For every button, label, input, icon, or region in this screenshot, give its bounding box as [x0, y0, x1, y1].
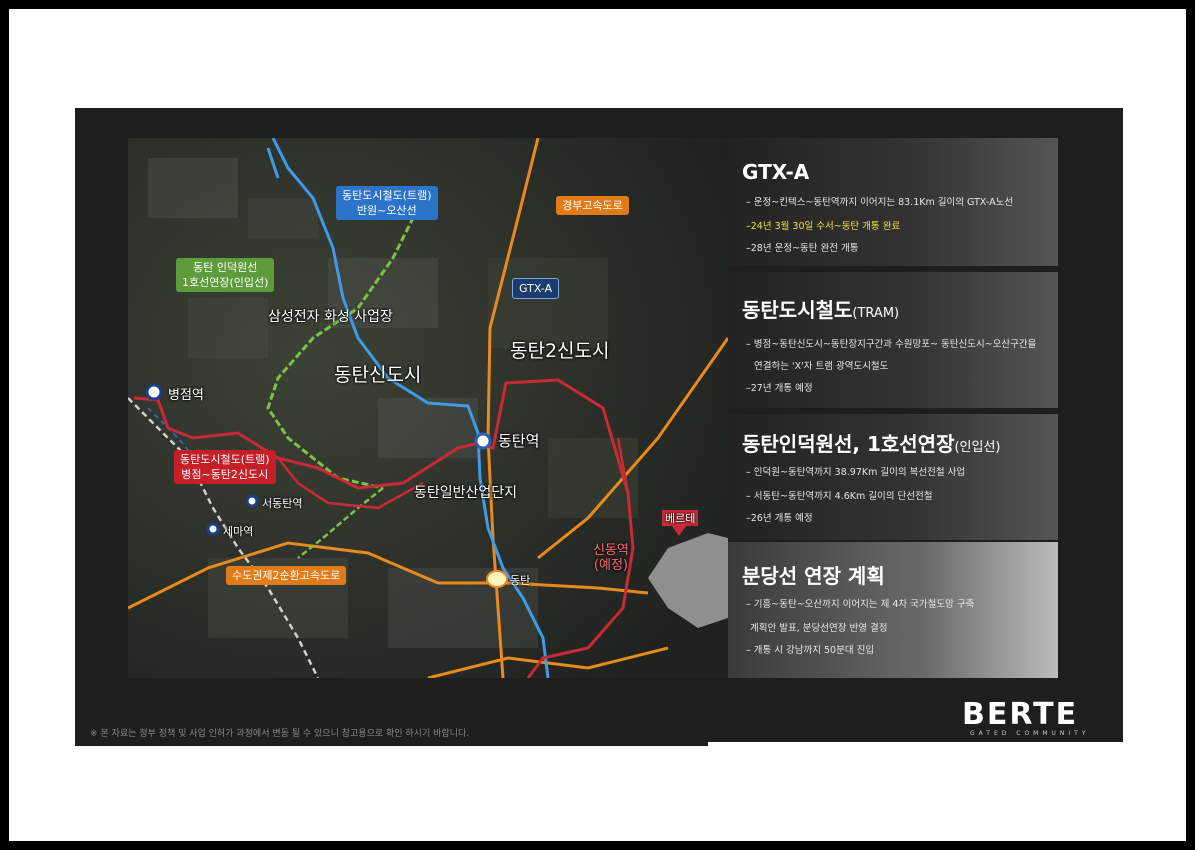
indeok-bullet-1: – 인덕원~동탄역까지 38.97Km 길이의 복선전철 사업	[746, 467, 966, 478]
station-seodongtan-label: 서동탄역	[262, 497, 303, 510]
section-indeok-title-main: 동탄인덕원선, 1호선연장	[742, 432, 955, 456]
site-area	[648, 533, 728, 628]
section-indeok: 동탄인덕원선, 1호선연장(인입선) – 인덕원~동탄역까지 38.97Km 길…	[728, 414, 1058, 540]
ring2-label: 수도권제2순환고속도로	[226, 566, 347, 585]
station-dongtan-label: 동탄역	[498, 432, 540, 450]
berte-pin-label: 베르테	[662, 510, 699, 526]
disclaimer-note: ※ 본 자료는 정부 정책 및 사업 인허가 과정에서 변동 될 수 있으니 참…	[90, 729, 470, 739]
section-gtx-bg	[728, 138, 1058, 266]
gtx-bullet-3: –28년 운정~동탄 완전 개통	[746, 243, 859, 254]
section-bundang-bg	[728, 542, 1058, 678]
dongtan2-newcity-label: 동탄2신도시	[510, 340, 610, 362]
station-seodongtan-dot	[245, 494, 259, 508]
indeok-label-line1: 동탄 인덕원선	[193, 261, 258, 274]
berte-logo: BERTE	[962, 697, 1079, 732]
tram-west-label-line1: 동탄도시철도(트램)	[180, 453, 270, 466]
info-column: GTX-A – 운정~킨텍스~동탄역까지 이어지는 83.1Km 길이의 GTX…	[728, 138, 1058, 678]
map-background	[128, 138, 728, 678]
section-bundang-title: 분당선 연장 계획	[742, 564, 885, 588]
section-tram: 동탄도시철도(TRAM) – 병점~동탄신도시~동탄장지구간과 수원망포~ 동탄…	[728, 272, 1058, 408]
highway-south	[427, 646, 669, 678]
samsung-label: 삼성전자 화성 사업장	[268, 309, 393, 325]
tram-bullet-3: –27년 개통 예정	[746, 383, 813, 394]
highway-ring	[128, 541, 649, 610]
berte-logo-subtitle: GATED COMMUNITY	[970, 730, 1090, 737]
station-dongtan-south-label: 동탄	[510, 574, 531, 587]
tram-north-label-line1: 동탄도시철도(트램)	[342, 189, 432, 202]
tram-north-label-line2: 반원~오산선	[356, 204, 417, 217]
station-dongtan-dot	[474, 432, 492, 450]
section-tram-title-small: (TRAM)	[852, 306, 900, 321]
highway-gyeongbu	[486, 138, 540, 678]
footer-bar	[708, 742, 1123, 746]
station-byeongjeom-label: 병점역	[168, 388, 204, 403]
section-gtx-title: GTX-A	[742, 160, 810, 184]
tram-bullet-2: 연결하는 'X'자 트램 광역도시철도	[754, 361, 889, 372]
indeok-bullet-2: – 서동탄~동탄역까지 4.6Km 길이의 단선전철	[746, 491, 933, 502]
station-sindong-label: 신동역 (예정)	[593, 543, 629, 573]
station-sindong-line1: 신동역	[593, 543, 629, 558]
gtx-bullet-2: –24년 3월 30일 수서~동탄 개통 완료	[746, 221, 901, 232]
faint-header	[140, 96, 260, 106]
section-indeok-bg	[728, 414, 1058, 540]
industrial-label: 동탄일반산업단지	[414, 485, 518, 501]
bundang-bullet-2: 계획안 발표, 분당선연장 반영 결정	[750, 623, 888, 634]
section-tram-bg	[728, 272, 1058, 408]
section-bundang: 분당선 연장 계획 – 기흥~동탄~오산까지 이어지는 제 4차 국가철도망 구…	[728, 542, 1058, 678]
bundang-bullet-1: – 기흥~동탄~오산까지 이어지는 제 4차 국가철도망 구축	[746, 599, 975, 610]
indeok-label: 동탄 인덕원선 1호선연장(인입선)	[176, 258, 275, 292]
tram-line-lower	[277, 457, 424, 510]
indeok-line-south	[297, 487, 384, 559]
station-semae-label: 세마역	[223, 525, 254, 538]
station-semae-dot	[206, 522, 220, 536]
indeok-label-line2: 1호선연장(인입선)	[182, 276, 269, 289]
tram-bullet-1: – 병점~동탄신도시~동탄장지구간과 수원망포~ 동탄신도시~오산구간을	[746, 339, 1037, 350]
tram-west-label: 동탄도시철도(트램) 병점~동탄2신도시	[174, 450, 276, 484]
gyeongbu-label: 경부고속도로	[556, 196, 629, 215]
section-gtx: GTX-A – 운정~킨텍스~동탄역까지 이어지는 83.1Km 길이의 GTX…	[728, 138, 1058, 266]
station-sindong-line2: (예정)	[593, 558, 628, 573]
map-lines	[128, 138, 728, 678]
section-indeok-title: 동탄인덕원선, 1호선연장(인입선)	[742, 428, 1001, 457]
dongtan-newcity-label: 동탄신도시	[334, 364, 422, 386]
gtx-label: GTX-A	[512, 278, 560, 299]
station-byeongjeom-dot	[145, 383, 163, 401]
station-dongtan-south-dot	[486, 570, 508, 588]
gtx-line	[271, 138, 550, 678]
bundang-bullet-3: – 개통 시 강남까지 50분대 진입	[746, 645, 875, 656]
section-tram-title-main: 동탄도시철도	[742, 298, 853, 322]
gtx-bullet-1: – 운정~킨텍스~동탄역까지 이어지는 83.1Km 길이의 GTX-A노선	[746, 197, 1014, 208]
tram-north-label: 동탄도시철도(트램) 반원~오산선	[336, 186, 438, 220]
indeok-bullet-3: –26년 개통 예정	[746, 513, 813, 524]
section-indeok-title-small: (인입선)	[954, 440, 1001, 455]
section-tram-title: 동탄도시철도(TRAM)	[742, 294, 899, 323]
tram-west-label-line2: 병점~동탄2신도시	[181, 468, 269, 481]
railway-gyeongbu	[128, 397, 320, 678]
indeok-line	[266, 207, 420, 490]
gtx-branch	[266, 147, 280, 179]
tram-east	[616, 437, 630, 494]
route-map: 동탄도시철도(트램) 반원~오산선 동탄 인덕원선 1호선연장(인입선) 동탄도…	[128, 138, 728, 678]
